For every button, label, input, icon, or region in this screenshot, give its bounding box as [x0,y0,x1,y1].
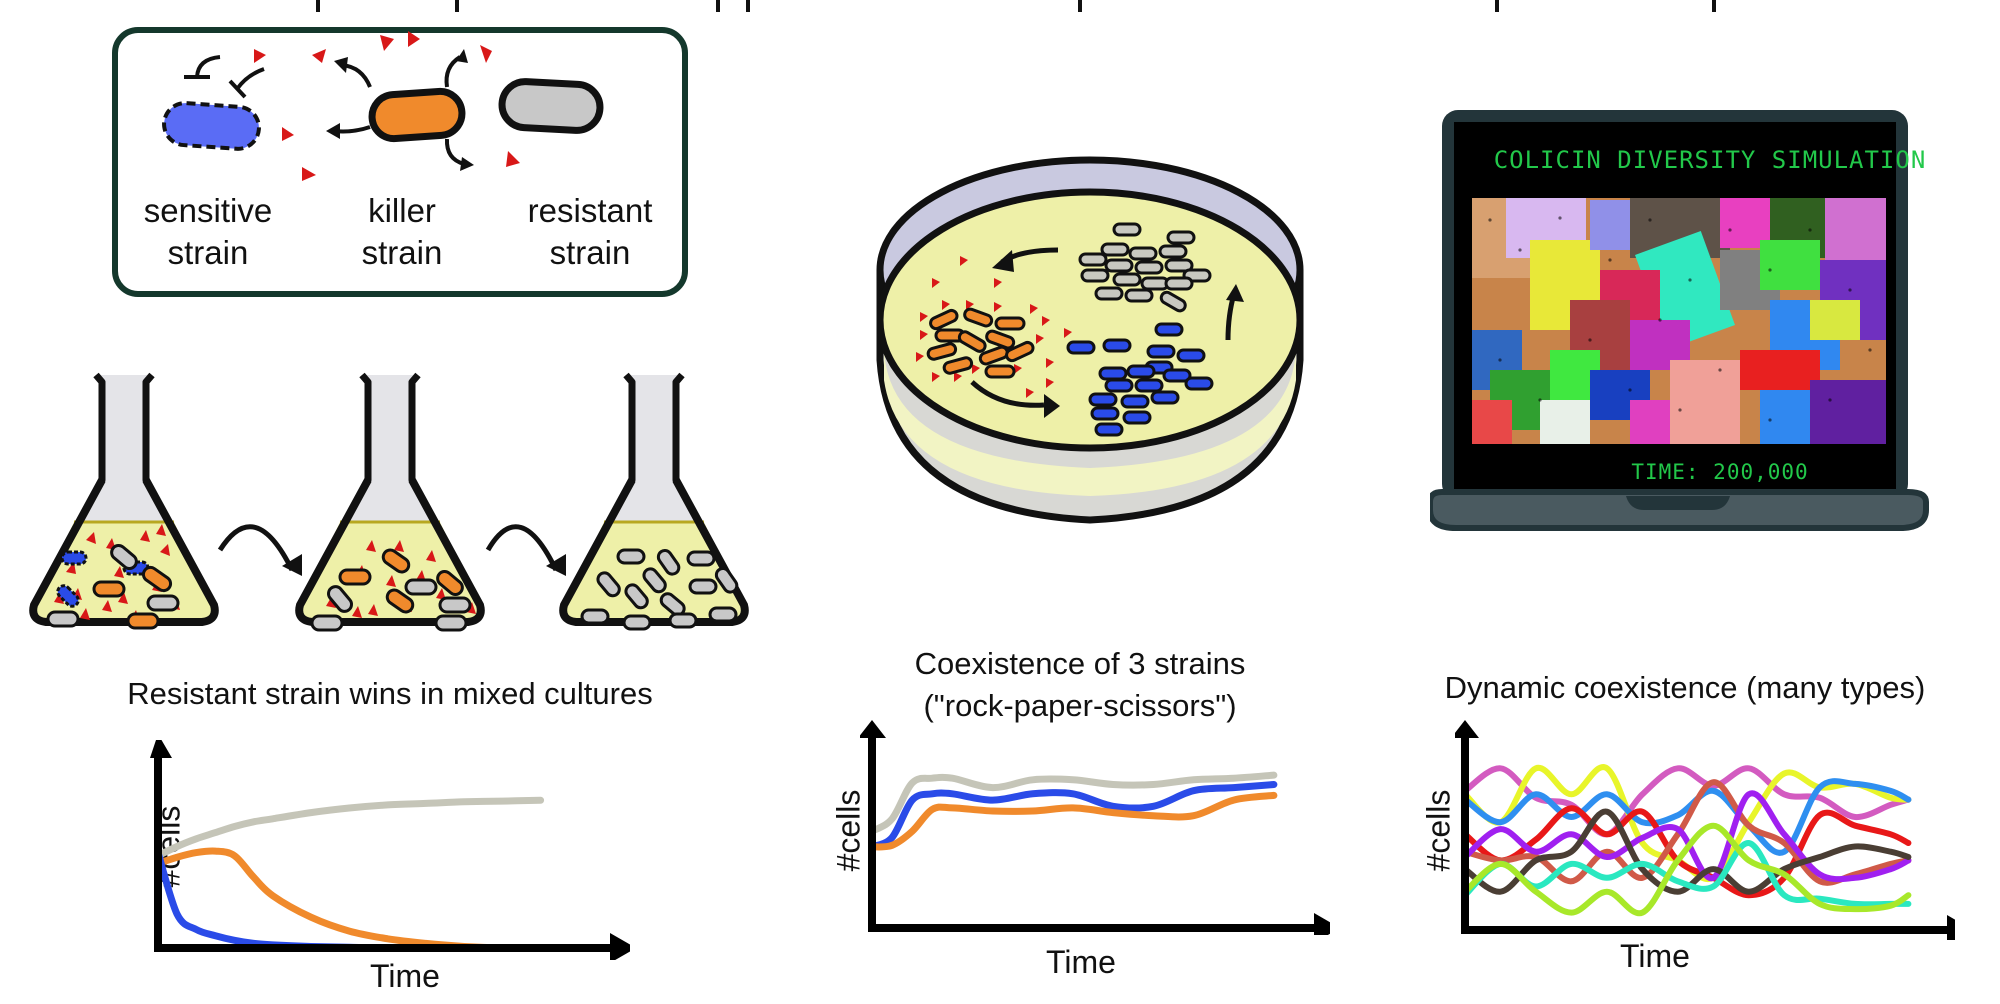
chart-dynamic-coexistence [1455,720,1955,940]
flask-resistant-only [563,375,745,631]
y-axis-label: #cells [1420,789,1457,872]
legend-label-line: killer [368,192,436,229]
simulation-time-readout: TIME: 200,000 [1631,460,1809,484]
sensitive-cell-icon [162,101,261,151]
x-axis-label: Time [1620,938,1690,974]
series-line-type-magenta [1462,765,1912,838]
series-line-resistant [868,771,1278,835]
series-line-type-cyan [1462,840,1912,908]
simulation-title: COLICIN DIVERSITY SIMULATION [1493,146,1927,174]
colicin-toxin-icons [254,31,520,181]
chart-mixed-cultures [150,740,630,960]
sensitive-colony [1066,322,1214,437]
inhibition-mark-icon [228,67,265,99]
chart-title-coexistence: Coexistence of 3 strains [914,646,1246,681]
series-line-sensitive [868,781,1278,851]
flask-intermediate [299,375,481,632]
x-axis-arrow-icon [1314,913,1330,935]
chart-subtitle-coexistence: ("rock-paper-scissors") [923,688,1237,723]
legend-label-sensitive: sensitive strain [108,190,308,274]
legend-label-line: sensitive [143,192,273,229]
legend-label-killer: killer strain [302,190,502,274]
killer-cell-icon [368,87,466,143]
clipped-figure-title [316,0,1716,12]
chart-coexistence [860,720,1330,935]
series-line-resistant [154,796,545,860]
legend-label-line: strain [361,234,443,271]
resistant-colony [1078,222,1212,313]
legend-label-resistant: resistant strain [490,190,690,274]
transfer-arrow-icon [217,524,295,572]
y-axis-arrow-icon [150,740,172,758]
y-axis-arrow-icon [1455,720,1479,738]
simulation-noise [1488,216,1872,422]
series-line-type-red [1462,805,1912,899]
strain-legend-box [112,27,688,297]
series-line-type-dark-brown [1462,808,1912,895]
series-line-type-purple [1462,790,1912,883]
killer-colony [926,307,1035,379]
simulation-grid [1472,198,1886,444]
x-axis-label: Time [1046,944,1116,980]
legend-label-line: strain [167,234,249,271]
series-line-type-lime [1462,822,1912,917]
flask-mixed [33,375,215,630]
x-axis-label: Time [370,958,440,994]
x-axis-arrow-icon [610,933,630,960]
flask-sequence [20,370,780,632]
petri-dish [876,156,1304,524]
series-line-killer [868,791,1278,851]
inhibition-mark-icon [184,55,221,79]
chart-title-mixed-cultures: Resistant strain wins in mixed cultures [127,676,653,711]
legend-label-line: strain [549,234,631,271]
transfer-arrow-icon [485,524,559,572]
chart-title-dynamic: Dynamic coexistence (many types) [1444,670,1926,705]
resistant-cell-icon [498,78,604,134]
legend-label-line: resistant [527,192,653,229]
y-axis-arrow-icon [860,720,886,738]
strain-legend-illustration [162,31,604,181]
x-axis-arrow-icon [1947,915,1955,940]
laptop-simulation [1430,110,1929,531]
